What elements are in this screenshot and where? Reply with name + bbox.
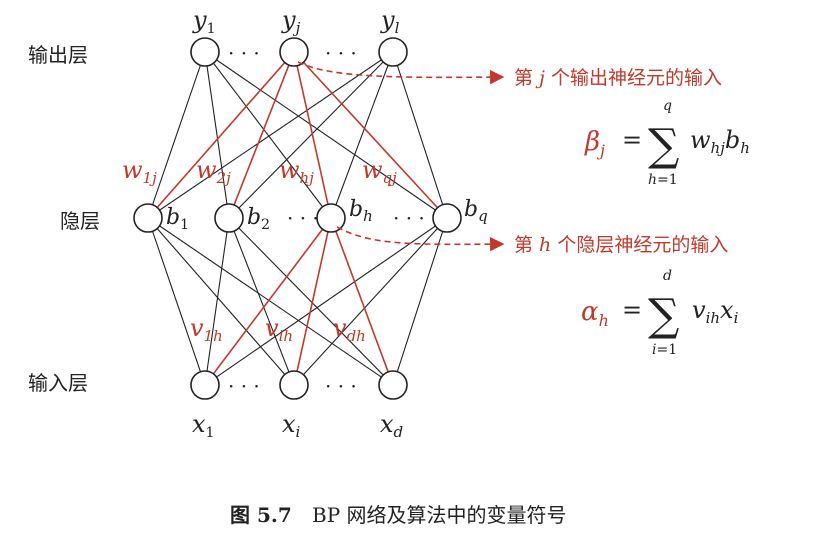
input-node-xi <box>279 370 309 400</box>
hidden-ellipsis-right: · · · <box>393 206 425 230</box>
formula-sum-lower-1: h=1 <box>648 172 678 188</box>
hidden-to-yj-edges <box>147 51 448 219</box>
edge-b2-y1 <box>204 51 230 219</box>
hidden-node-b1 <box>133 203 163 233</box>
input-to-bh-edges <box>204 217 394 386</box>
edge-bq-yl <box>392 51 448 219</box>
output-label-y1: y1 <box>192 6 215 37</box>
formula-beta-symbol: βj <box>584 127 605 160</box>
hidden-node-b2 <box>214 203 244 233</box>
weight-label-w1j: w1j <box>122 156 157 187</box>
edge-b2-yl <box>228 51 394 219</box>
weight-label-w2j: w2j <box>196 156 231 187</box>
edge-x1-bh <box>204 217 332 386</box>
hidden-label-b1: b1 <box>166 205 189 233</box>
formula-sum-lower-2: i=1 <box>652 342 677 358</box>
output-node-yl <box>378 37 408 67</box>
input-layer-label: 输入层 <box>28 371 88 395</box>
hidden-ellipsis-left: · · · <box>287 206 319 230</box>
edge-b2-yj <box>228 51 295 219</box>
edge-bq-yj <box>293 51 448 219</box>
hidden-node-bq <box>432 203 462 233</box>
edge-bh-y1 <box>204 51 332 219</box>
input-label-xi: xi <box>282 410 301 441</box>
edge-bq-y1 <box>204 51 448 219</box>
formula-sum-upper-1: q <box>663 98 672 114</box>
callout-arrow-hidden <box>336 226 505 252</box>
input-node-xd <box>378 370 408 400</box>
formula-sum-upper-2: d <box>663 268 672 284</box>
output-input-annotation: 第 j 个输出神经元的输入 <box>514 67 722 89</box>
edge-b1-yl <box>147 51 394 219</box>
hidden-label-b2: b2 <box>247 205 270 233</box>
hidden-layer-label: 隐层 <box>60 209 100 233</box>
caption-figure-number: 图 5.7 <box>230 503 292 527</box>
edge-xd-bq <box>392 217 448 386</box>
weight-label-wqj: wqj <box>362 156 397 187</box>
edge-xd-b1 <box>147 217 394 386</box>
formula-term-1: whjbh <box>690 126 750 157</box>
formula-equals-1: = <box>622 126 642 154</box>
edge-bh-yl <box>330 51 394 219</box>
formula-alpha-symbol: αh <box>581 297 609 330</box>
output-node-y1 <box>190 37 220 67</box>
input-hidden-edges <box>147 217 448 386</box>
input-label-xd: xd <box>380 410 403 441</box>
edge-xd-bh <box>330 217 394 386</box>
edge-b1-y1 <box>147 51 206 219</box>
caption-text: BP 网络及算法中的变量符号 <box>312 503 567 527</box>
edge-xi-b2 <box>228 217 295 386</box>
formula-sum-1: ∑ <box>648 120 679 171</box>
edge-b1-yj <box>147 51 295 219</box>
output-input-formula: βj = ∑ q h=1 whjbh <box>584 98 750 188</box>
weight-label-v1h: v1h <box>190 314 223 345</box>
hidden-label-bh: bh <box>349 197 373 225</box>
edge-xi-b1 <box>147 217 295 386</box>
output-ellipsis-right: · · · <box>325 41 357 65</box>
output-layer-label: 输出层 <box>28 43 88 67</box>
edge-xi-bq <box>293 217 448 386</box>
weight-label-vih: vih <box>265 314 293 345</box>
formula-sum-2: ∑ <box>648 290 679 341</box>
output-label-yl: yl <box>380 6 400 37</box>
weight-label-vdh: vdh <box>333 314 366 345</box>
callout-arrow-output <box>297 61 505 85</box>
output-node-yj <box>279 37 309 67</box>
input-ellipsis-right: · · · <box>325 374 357 398</box>
edge-bh-yj <box>293 51 332 219</box>
edge-xd-b2 <box>228 217 394 386</box>
input-node-x1 <box>190 370 220 400</box>
input-label-x1: x1 <box>192 410 214 441</box>
hidden-input-formula: αh = ∑ d i=1 vihxi <box>581 268 739 358</box>
hidden-label-bq: bq <box>464 197 488 225</box>
hidden-output-edges <box>147 51 448 219</box>
hidden-node-bh <box>316 203 346 233</box>
hidden-input-annotation: 第 h 个隐层神经元的输入 <box>514 234 728 256</box>
edge-x1-b2 <box>204 217 230 386</box>
edge-x1-bq <box>204 217 448 386</box>
output-ellipsis-left: · · · <box>228 41 260 65</box>
output-label-yj: yj <box>281 6 301 37</box>
input-ellipsis-left: · · · <box>228 374 260 398</box>
formula-equals-2: = <box>622 296 642 324</box>
weight-label-whj: whj <box>279 156 314 187</box>
formula-term-2: vihxi <box>692 296 739 327</box>
edge-xi-bh <box>293 217 332 386</box>
edge-x1-b1 <box>147 217 206 386</box>
